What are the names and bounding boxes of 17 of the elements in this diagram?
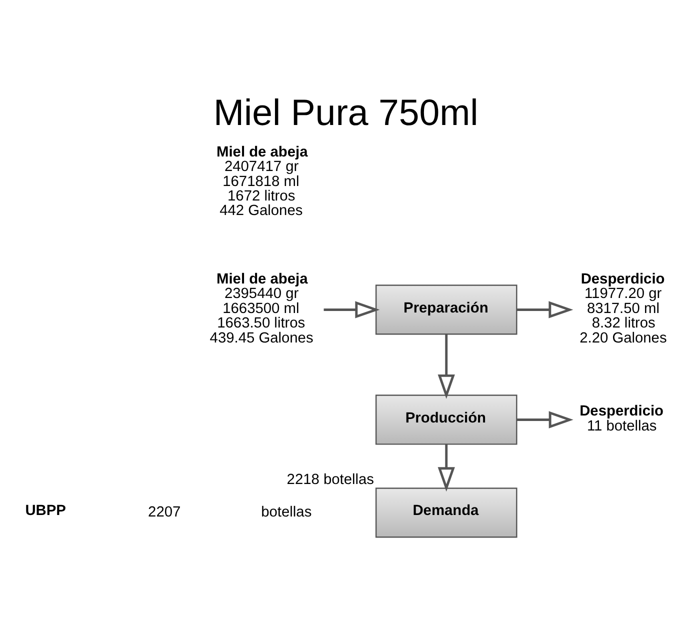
node-text: Desperdicio 11 botellas: [580, 403, 664, 434]
node-box: Demanda: [375, 487, 518, 538]
label: 2207: [148, 504, 181, 520]
node-box: Preparación: [375, 284, 518, 334]
node-text: Desperdicio 11977.20 gr 8317.50 ml 8.32 litros 2.20 Galones: [580, 271, 667, 346]
node-box: Producción: [375, 394, 518, 444]
arrow: [438, 444, 455, 492]
diagram-title: Miel Pura 750ml: [213, 92, 478, 133]
label: UBPP: [25, 502, 66, 519]
arrow: [516, 410, 574, 428]
arrow: [324, 300, 380, 318]
label: botellas: [261, 504, 312, 520]
arrow: [516, 300, 574, 318]
node-text: Miel de abeja 2407417 gr 1671818 ml 1672 litros 442 Galones: [216, 144, 308, 219]
node-text: Miel de abeja 2395440 gr 1663500 ml 1663.50 litros 439.45 Galones: [210, 271, 314, 346]
arrow: [438, 334, 455, 398]
node-label: 2218 botellas: [286, 472, 374, 488]
